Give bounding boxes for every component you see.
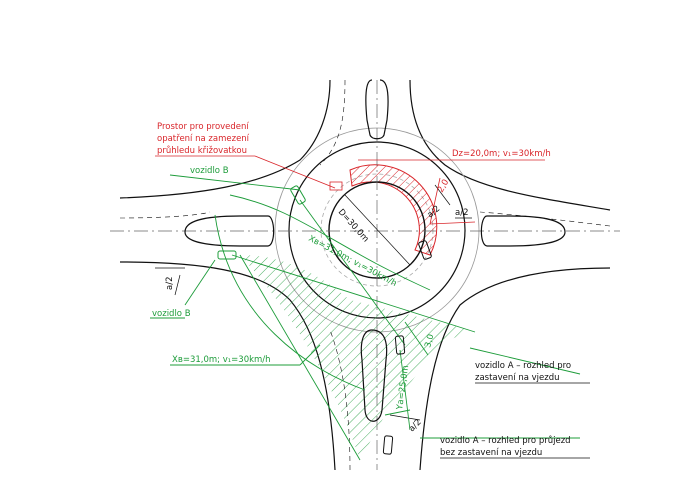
- label-dim-3: 3,0: [423, 333, 436, 349]
- dimension-lines: [155, 184, 472, 421]
- label-vozidlo-b-left: vozidlo B: [152, 309, 191, 319]
- label-a2-left: a/2: [165, 277, 175, 290]
- label-vozidlo-b-top: vozidlo B: [190, 166, 229, 176]
- red-hatched-zone: [349, 164, 438, 256]
- vehicle-a-pass: [382, 435, 394, 455]
- label-prostor-2: opatření na zamezení: [157, 134, 250, 144]
- label-vozidlo-a1-2: zastavení na vjezdu: [475, 373, 560, 383]
- label-a2-bottom: a/2: [407, 418, 424, 435]
- lane-dashes: [119, 79, 611, 471]
- axis-lines: [110, 80, 620, 470]
- label-vozidlo-a1-1: vozidlo A – rozhled pro: [475, 361, 571, 371]
- label-xb-outer: Xв=31,0m; v₁=30km/h: [172, 355, 271, 365]
- label-vozidlo-a2-2: bez zastavení na vjezdu: [440, 448, 542, 458]
- vehicle-b-left: [217, 250, 237, 260]
- vehicle-b-top: [290, 185, 306, 205]
- vehicle-center: [418, 240, 432, 260]
- vehicle-a-stop: [394, 335, 406, 355]
- label-dz: Dz=20,0m; v₁=30km/h: [452, 149, 551, 159]
- label-prostor-1: Prostor pro provedení: [157, 122, 249, 132]
- label-prostor-3: průhledu křižovatkou: [157, 145, 247, 156]
- red-annotations: [155, 155, 545, 225]
- label-vozidlo-a2-1: vozidlo A – rozhled pro průjezd: [440, 435, 571, 446]
- label-a2-right-2: a/2: [455, 208, 468, 218]
- green-sightlines: [150, 174, 581, 461]
- label-d-inner: D=30,0m: [336, 207, 371, 244]
- green-hatched-zone: [240, 255, 470, 460]
- splitter-islands: [184, 79, 566, 422]
